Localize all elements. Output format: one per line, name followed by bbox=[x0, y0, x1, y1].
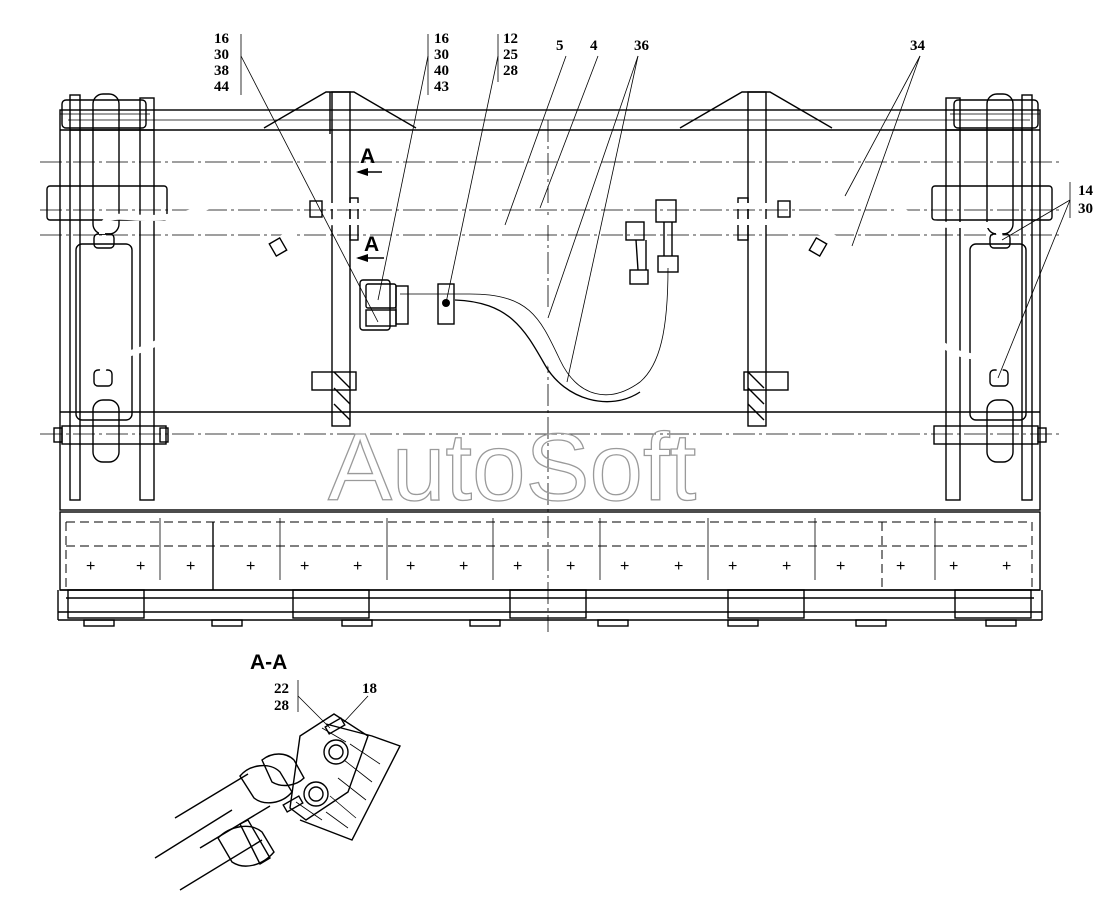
svg-text:22: 22 bbox=[274, 681, 289, 697]
svg-text:+: + bbox=[566, 558, 575, 575]
svg-text:28: 28 bbox=[274, 698, 289, 714]
svg-text:16: 16 bbox=[434, 31, 450, 47]
svg-text:16: 16 bbox=[214, 31, 230, 47]
callout-9: 22 28 bbox=[274, 681, 289, 714]
svg-text:+: + bbox=[186, 558, 195, 575]
svg-text:+: + bbox=[782, 558, 791, 575]
svg-text:+: + bbox=[836, 558, 845, 575]
hose-fittings bbox=[268, 199, 828, 331]
svg-text:40: 40 bbox=[434, 63, 449, 79]
svg-text:+: + bbox=[86, 558, 95, 575]
svg-text:12: 12 bbox=[503, 31, 518, 47]
svg-text:+: + bbox=[896, 558, 905, 575]
svg-text:+: + bbox=[406, 558, 415, 575]
bucket-frame bbox=[57, 109, 1043, 627]
svg-text:+: + bbox=[949, 558, 958, 575]
upper-pressure-line bbox=[99, 188, 1003, 243]
watermark: AutoSoft bbox=[328, 414, 696, 521]
leader-lines bbox=[240, 34, 1071, 729]
callout-4: 5 bbox=[556, 38, 564, 54]
callout-10: 18 bbox=[362, 681, 377, 697]
svg-text:+: + bbox=[1002, 558, 1011, 575]
callout-5: 4 bbox=[590, 38, 598, 54]
section-view-title: A-A bbox=[250, 651, 287, 674]
svg-text:+: + bbox=[620, 558, 629, 575]
left-hydraulic-cylinder bbox=[46, 93, 169, 501]
section-marker-top: A bbox=[356, 145, 382, 176]
centerlines bbox=[40, 120, 1060, 632]
svg-text:28: 28 bbox=[503, 63, 518, 79]
svg-text:30: 30 bbox=[434, 47, 449, 63]
svg-text:25: 25 bbox=[503, 47, 518, 63]
left-mounting-post bbox=[263, 91, 417, 427]
callout-1: 16 30 38 44 bbox=[214, 31, 230, 95]
svg-text:+: + bbox=[246, 558, 255, 575]
callout-6: 36 bbox=[634, 38, 650, 54]
right-hydraulic-cylinder bbox=[931, 93, 1053, 501]
callout-3: 12 25 28 bbox=[503, 31, 518, 79]
s-hose-bundle bbox=[400, 267, 682, 409]
svg-text:30: 30 bbox=[1078, 201, 1093, 217]
section-marker-bottom: A bbox=[356, 233, 384, 262]
right-mounting-post bbox=[679, 91, 833, 427]
lower-return-line bbox=[99, 219, 1003, 379]
svg-text:+: + bbox=[353, 558, 362, 575]
svg-text:+: + bbox=[674, 558, 683, 575]
callout-8: 14 30 bbox=[1078, 183, 1094, 217]
svg-text:44: 44 bbox=[214, 79, 230, 95]
svg-text:+: + bbox=[136, 558, 145, 575]
svg-text:30: 30 bbox=[214, 47, 229, 63]
svg-text:A: A bbox=[364, 233, 379, 256]
svg-text:+: + bbox=[513, 558, 522, 575]
bolt-marks: + + + + + + + + + + + + + + + + + + bbox=[86, 558, 1011, 575]
svg-text:+: + bbox=[300, 558, 309, 575]
svg-text:38: 38 bbox=[214, 63, 229, 79]
svg-text:A: A bbox=[360, 145, 375, 168]
svg-text:+: + bbox=[459, 558, 468, 575]
section-a-a-detail bbox=[154, 713, 401, 891]
callout-2: 16 30 40 43 bbox=[434, 31, 450, 95]
svg-text:+: + bbox=[728, 558, 737, 575]
svg-text:14: 14 bbox=[1078, 183, 1094, 199]
callout-7: 34 bbox=[910, 38, 926, 54]
svg-text:43: 43 bbox=[434, 79, 449, 95]
